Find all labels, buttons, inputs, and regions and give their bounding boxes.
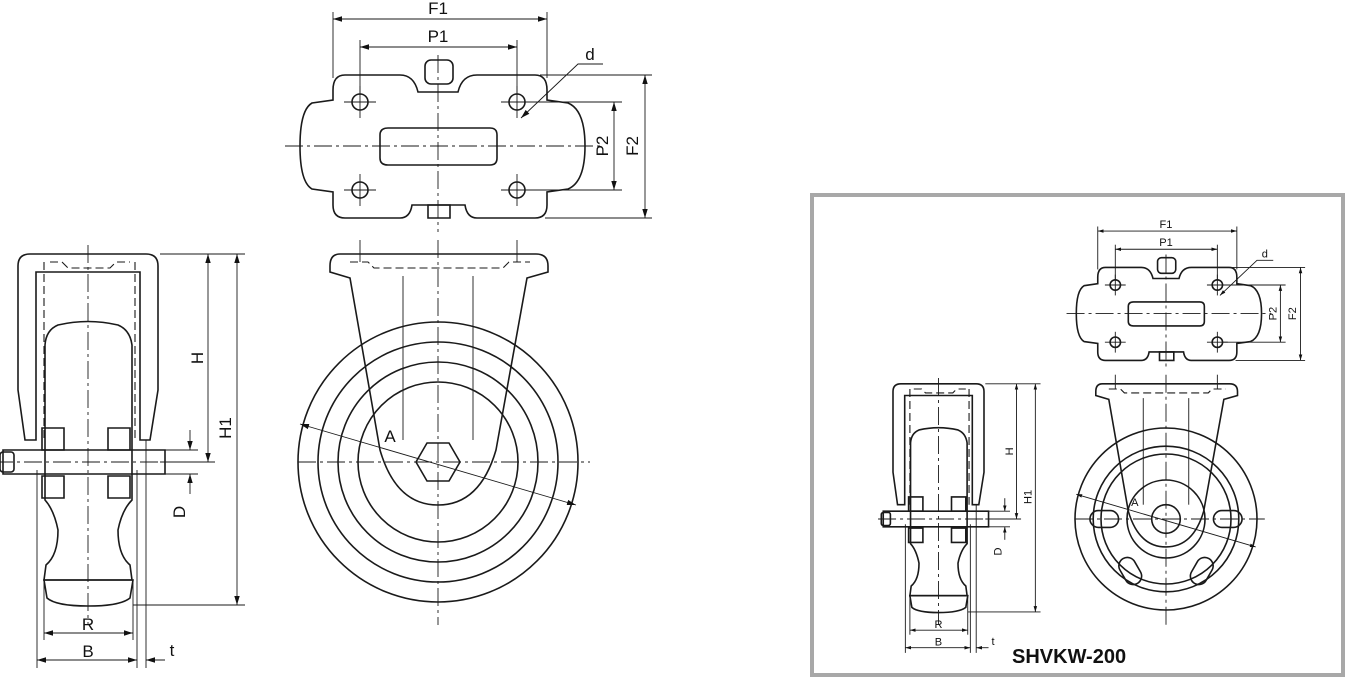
label-d-diameter: D xyxy=(170,506,189,518)
label-p2: P2 xyxy=(593,136,612,157)
bearing xyxy=(42,428,64,450)
plate-hidden-line xyxy=(1109,389,1226,393)
leader-d xyxy=(521,64,603,118)
label-f2: F2 xyxy=(1287,307,1299,320)
hidden-line xyxy=(914,389,966,393)
leader-d xyxy=(1220,260,1273,295)
lock-knob-side xyxy=(0,452,14,472)
spoke-opening xyxy=(1187,554,1216,587)
label-p1: P1 xyxy=(428,27,449,46)
front-view: A xyxy=(1075,375,1265,625)
front-view: A xyxy=(298,240,590,625)
mounting-plate-outline xyxy=(300,75,585,218)
side-bracket xyxy=(893,384,984,505)
label-h: H xyxy=(188,352,207,364)
label-f2: F2 xyxy=(623,136,642,156)
wheel-section xyxy=(910,428,967,596)
spoke-opening xyxy=(1116,554,1145,587)
label-t: t xyxy=(170,641,175,660)
bearing xyxy=(909,497,923,511)
plate-center-slot xyxy=(380,128,497,165)
label-d: d xyxy=(585,45,594,64)
lock-knob xyxy=(1158,258,1176,274)
bearing xyxy=(108,428,130,450)
label-d-diameter: D xyxy=(993,547,1005,555)
label-h: H xyxy=(1004,447,1016,455)
inset-border xyxy=(810,193,1345,677)
label-f1: F1 xyxy=(428,0,448,18)
hidden-line xyxy=(50,262,130,268)
label-a: A xyxy=(384,427,396,446)
model-number-label: SHVKW-200 xyxy=(1012,646,1126,668)
label-h1: H1 xyxy=(216,417,235,439)
wheel-section xyxy=(44,322,132,581)
plate-center-slot xyxy=(1128,302,1204,326)
label-a: A xyxy=(1131,497,1139,509)
fork-bracket xyxy=(330,254,548,505)
bearing xyxy=(952,528,966,542)
label-r: R xyxy=(82,615,94,634)
side-bracket xyxy=(18,254,158,440)
label-f1: F1 xyxy=(1160,219,1173,231)
dimension-a xyxy=(300,424,576,505)
label-p1: P1 xyxy=(1159,237,1173,249)
label-p2: P2 xyxy=(1268,307,1280,321)
axle-end xyxy=(1160,352,1174,360)
label-t: t xyxy=(992,636,995,648)
bearing xyxy=(952,497,966,511)
label-h1: H1 xyxy=(1022,490,1034,504)
label-d: d xyxy=(1262,249,1268,261)
label-r: R xyxy=(935,619,943,631)
tire-tread xyxy=(44,580,133,606)
label-b: B xyxy=(935,637,942,649)
bearing xyxy=(108,476,130,498)
dimension-a xyxy=(1076,494,1255,547)
lock-knob xyxy=(425,60,453,84)
label-b: B xyxy=(82,642,93,661)
axle-end xyxy=(428,205,450,218)
bearing xyxy=(42,476,64,498)
bearing xyxy=(909,528,923,542)
plate-hidden-line xyxy=(350,262,530,268)
